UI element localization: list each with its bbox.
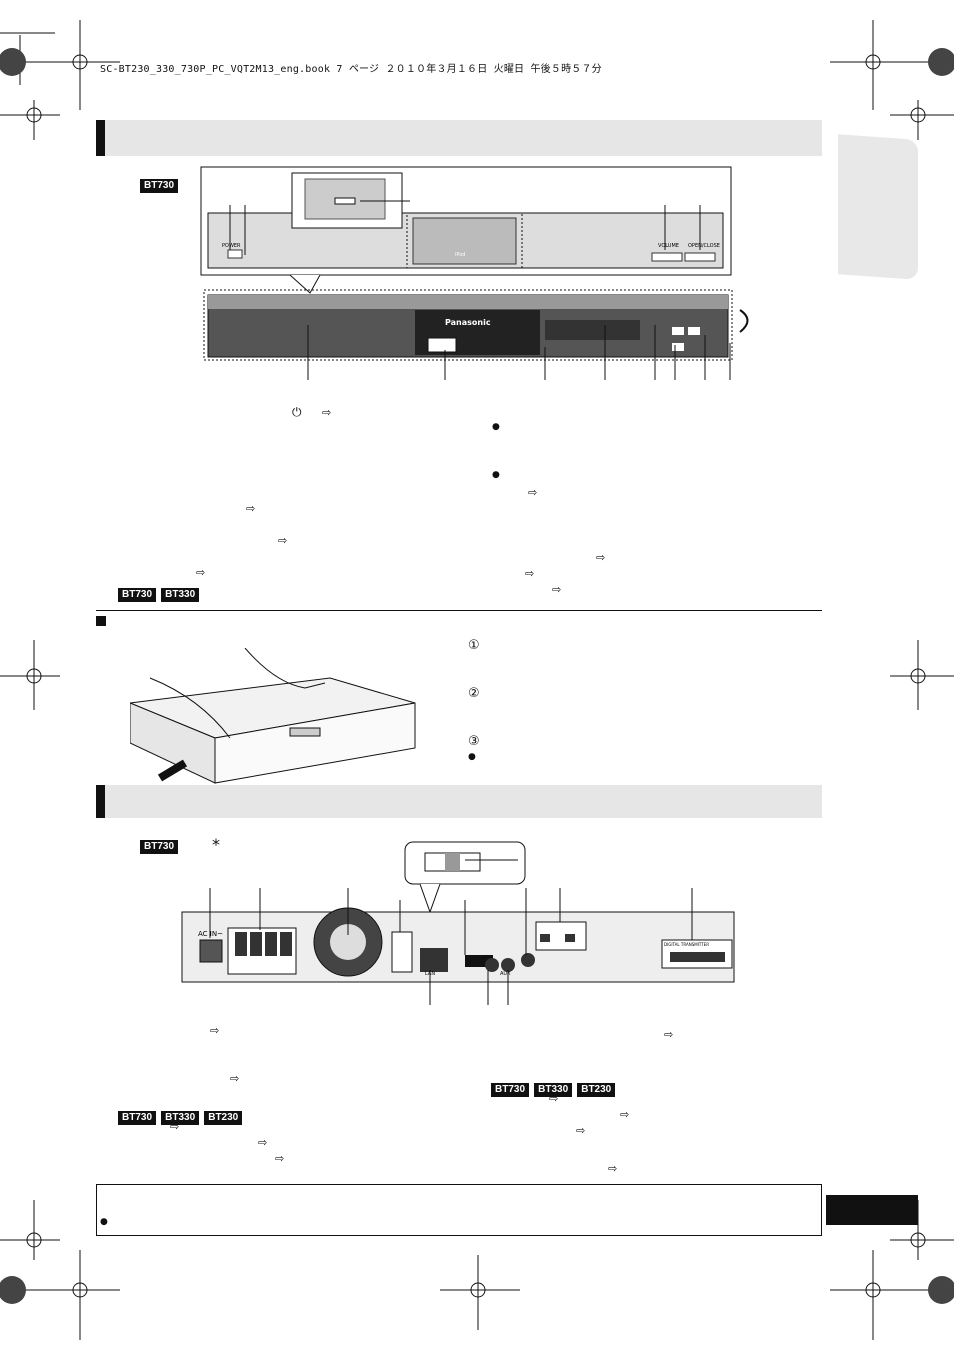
- svg-text:AUX: AUX: [500, 971, 511, 977]
- model-badge: BT330: [161, 1111, 200, 1125]
- badge-row-front: BT730 BT330: [118, 582, 200, 602]
- drawer-open-illustration: [130, 648, 416, 784]
- svg-text:OPEN/CLOSE: OPEN/CLOSE: [688, 243, 720, 249]
- model-badge: BT730: [491, 1083, 530, 1097]
- divider: [96, 610, 822, 611]
- bullet: ●: [492, 470, 500, 480]
- star-mark: *: [212, 835, 220, 854]
- ref-arrow: ⇨: [246, 502, 256, 515]
- step-1: ①: [468, 638, 480, 653]
- model-badge: BT330: [534, 1083, 573, 1097]
- side-tab: [838, 134, 918, 280]
- model-badge: BT730: [118, 588, 157, 602]
- ref-arrow: ⇨: [608, 1162, 618, 1175]
- step-2: ②: [468, 686, 480, 701]
- ref-arrow: ⇨: [258, 1136, 268, 1149]
- ref-arrow: ⇨: [576, 1124, 586, 1137]
- standby-symbol: ⏻: [292, 405, 302, 419]
- front-panel-illustration: POWER VOLUME OPEN/CLOSE iPod Panasonic: [200, 166, 749, 380]
- model-badge: BT230: [577, 1083, 616, 1097]
- svg-text:AC IN~: AC IN~: [198, 930, 223, 938]
- ref-arrow: ⇨: [549, 1092, 559, 1105]
- svg-text:iPod: iPod: [455, 252, 465, 258]
- ref-arrow: ⇨: [664, 1028, 674, 1041]
- ref-arrow: ⇨: [210, 1024, 220, 1037]
- page-number-tab: [826, 1195, 918, 1225]
- bullet: ●: [100, 1217, 108, 1227]
- svg-text:DIGITAL TRANSMITTER: DIGITAL TRANSMITTER: [664, 942, 709, 947]
- badge-row-rear-right: BT730 BT330 BT230: [491, 1077, 616, 1097]
- ref-arrow: ⇨: [596, 551, 606, 564]
- note-box: [96, 1184, 822, 1236]
- svg-text:Panasonic: Panasonic: [445, 318, 491, 327]
- file-header-line: SC-BT230_330_730P_PC_VQT2M13_eng.book 7 …: [100, 64, 602, 75]
- ref-arrow: ⇨: [322, 406, 332, 419]
- step-3: ③: [468, 734, 480, 749]
- ref-arrow: ⇨: [525, 567, 535, 580]
- svg-text:POWER: POWER: [222, 243, 241, 249]
- bullet: ●: [468, 752, 476, 762]
- badge-row-rear-left: BT730 BT330 BT230: [118, 1105, 243, 1125]
- ref-arrow: ⇨: [230, 1072, 240, 1085]
- model-badge-front: BT730: [140, 179, 179, 193]
- section-marker: [96, 616, 106, 626]
- ref-arrow: ⇨: [275, 1152, 285, 1165]
- section-banner-front: [96, 120, 822, 156]
- section-banner-rear: [96, 785, 822, 818]
- ref-arrow: ⇨: [620, 1108, 630, 1121]
- ref-arrow: ⇨: [170, 1120, 180, 1133]
- rear-panel-illustration: AC IN~ LAN AUX DIGITAL TRANSMITTER: [181, 841, 735, 1005]
- ref-arrow: ⇨: [552, 583, 562, 596]
- svg-text:VOLUME: VOLUME: [658, 243, 679, 249]
- model-badge: BT330: [161, 588, 200, 602]
- model-badge: BT230: [204, 1111, 243, 1125]
- ref-arrow: ⇨: [278, 534, 288, 547]
- ref-arrow: ⇨: [196, 566, 206, 579]
- model-badge: BT730: [118, 1111, 157, 1125]
- bullet: ●: [492, 422, 500, 432]
- ref-arrow: ⇨: [528, 486, 538, 499]
- model-badge-rear: BT730: [140, 840, 179, 854]
